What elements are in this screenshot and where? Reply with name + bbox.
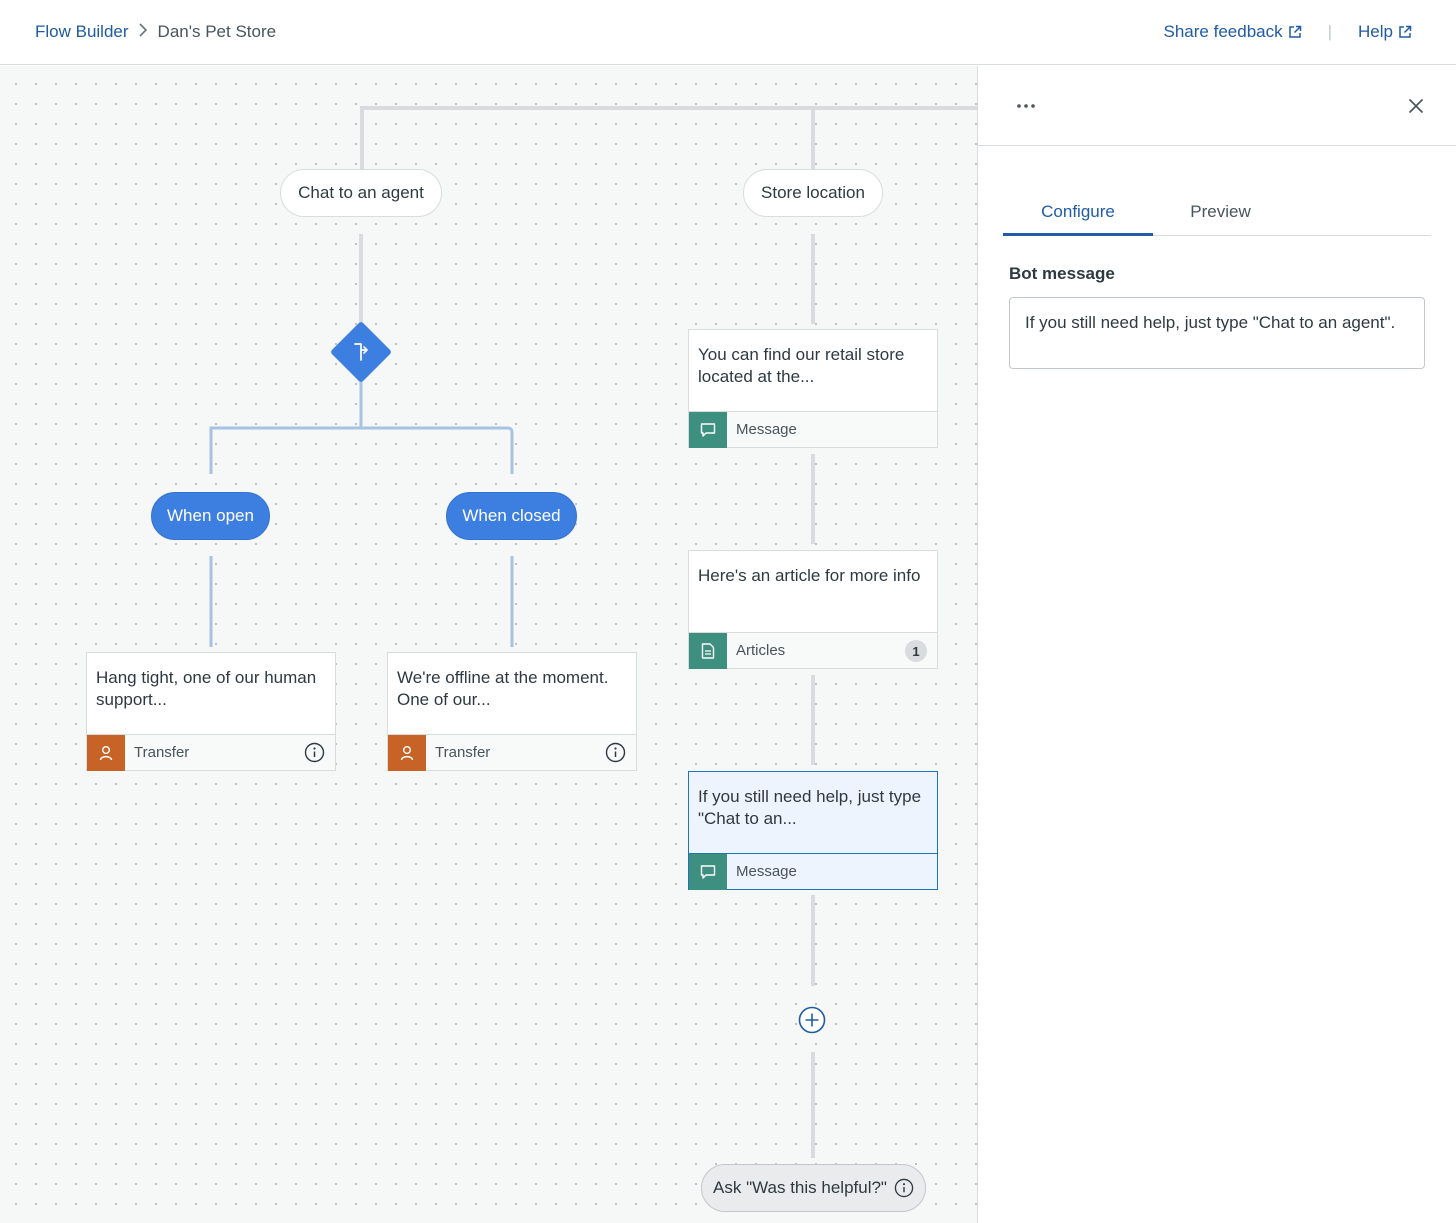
- step-card-offline[interactable]: We're offline at the moment. One of our.…: [387, 652, 637, 771]
- header-links: Share feedback | Help: [1164, 22, 1412, 42]
- flow-canvas[interactable]: Chat to an agent Store location When ope…: [0, 66, 977, 1223]
- breadcrumb-flow-builder[interactable]: Flow Builder: [35, 22, 129, 41]
- step-card-retail-store[interactable]: You can find our retail store located at…: [688, 329, 938, 448]
- step-type: Message: [736, 421, 797, 438]
- step-text: Hang tight, one of our human support...: [96, 668, 317, 709]
- step-text: If you still need help, just type "Chat …: [698, 787, 922, 828]
- info-icon[interactable]: [304, 742, 325, 768]
- step-type: Articles: [736, 642, 786, 659]
- message-icon: [689, 853, 727, 890]
- node-label: Store location: [761, 183, 865, 202]
- node-was-this-helpful[interactable]: Ask "Was this helpful?": [701, 1164, 926, 1212]
- plus-circle-icon[interactable]: [798, 1006, 826, 1034]
- node-label: Ask "Was this helpful?": [713, 1178, 887, 1197]
- step-card-hang-tight[interactable]: Hang tight, one of our human support... …: [86, 652, 336, 771]
- panel-tabs: Configure Preview: [1003, 194, 1431, 236]
- close-icon[interactable]: [1402, 92, 1430, 120]
- person-icon: [87, 734, 125, 771]
- step-footer: Articles 1: [689, 632, 937, 669]
- tab-configure[interactable]: Configure: [1003, 194, 1153, 236]
- article-icon: [689, 632, 727, 669]
- header-divider: |: [1327, 22, 1333, 41]
- node-label: Chat to an agent: [298, 183, 424, 202]
- node-chat-to-an-agent[interactable]: Chat to an agent: [280, 169, 442, 217]
- step-type: Message: [736, 863, 797, 880]
- step-footer: Message: [689, 853, 937, 890]
- tab-preview[interactable]: Preview: [1190, 202, 1251, 221]
- help-link[interactable]: Help: [1358, 22, 1412, 42]
- step-text: You can find our retail store located at…: [698, 345, 905, 386]
- step-type: Transfer: [435, 744, 491, 761]
- external-link-icon: [1399, 25, 1412, 38]
- step-card-article[interactable]: Here's an article for more info Articles…: [688, 550, 938, 669]
- branch-label: When open: [167, 506, 254, 525]
- step-card-still-need-help[interactable]: If you still need help, just type "Chat …: [688, 771, 938, 890]
- branch-icon: [354, 343, 368, 361]
- person-icon: [388, 734, 426, 771]
- help-label: Help: [1358, 22, 1393, 41]
- step-config-panel: Configure Preview Bot message If you sti…: [977, 66, 1456, 1223]
- share-feedback-link[interactable]: Share feedback: [1164, 22, 1302, 42]
- bot-message-label: Bot message: [1009, 264, 1115, 283]
- external-link-icon: [1288, 25, 1301, 38]
- node-store-location[interactable]: Store location: [743, 169, 883, 217]
- top-bar: Flow Builder Dan's Pet Store Share feedb…: [0, 0, 1456, 65]
- message-icon: [689, 411, 727, 448]
- panel-toolbar: [978, 66, 1456, 146]
- bot-message-field[interactable]: If you still need help, just type "Chat …: [1009, 297, 1425, 369]
- breadcrumb-current-page: Dan's Pet Store: [157, 22, 277, 41]
- step-text: Here's an article for more info: [698, 566, 921, 585]
- more-icon[interactable]: [1012, 92, 1040, 120]
- step-footer: Transfer: [87, 734, 335, 771]
- step-footer: Transfer: [388, 734, 636, 771]
- step-footer: Message: [689, 411, 937, 448]
- step-type: Transfer: [134, 744, 190, 761]
- info-icon[interactable]: [605, 742, 626, 768]
- breadcrumb: Flow Builder Dan's Pet Store: [35, 22, 276, 42]
- share-feedback-label: Share feedback: [1163, 22, 1283, 41]
- branch-when-closed[interactable]: When closed: [446, 492, 577, 540]
- article-count-badge: 1: [905, 640, 927, 662]
- branch-when-open[interactable]: When open: [151, 492, 270, 540]
- branch-label: When closed: [462, 506, 561, 525]
- info-icon[interactable]: [894, 1178, 914, 1198]
- connector-lines: [209, 106, 977, 1158]
- step-text: We're offline at the moment. One of our.…: [397, 668, 609, 709]
- chevron-right-icon: [138, 22, 148, 42]
